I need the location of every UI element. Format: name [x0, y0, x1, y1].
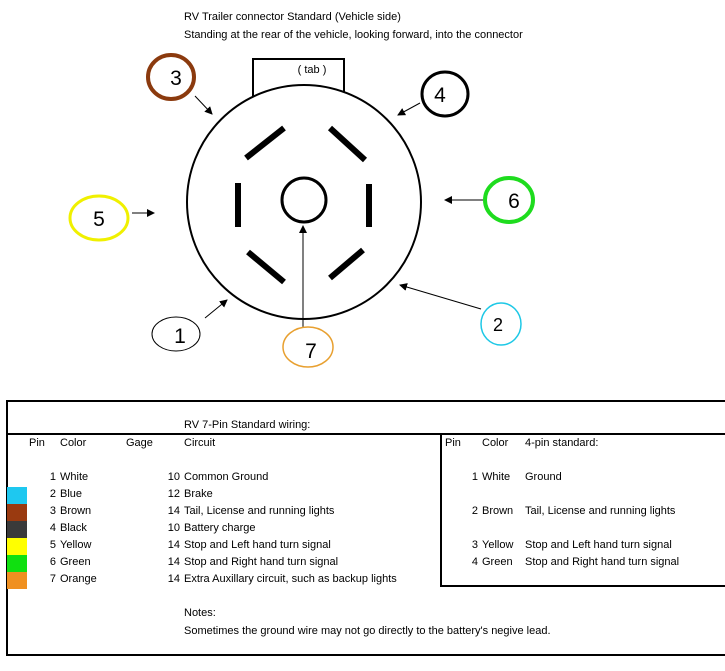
pin-cell: 4	[49, 522, 56, 534]
circuit-cell: Brake	[184, 488, 213, 500]
pin-slot-2	[328, 247, 365, 281]
wiring-table-divider	[6, 433, 725, 435]
pin-label-5: 5	[93, 208, 105, 231]
connector-body	[186, 84, 422, 320]
gage-cell: 14	[167, 505, 180, 517]
circuit-cell: Tail, License and running lights	[184, 505, 335, 517]
four-circuit-cell: Stop and Left hand turn signal	[525, 539, 672, 551]
pin-cell: 7	[49, 573, 56, 585]
notes-text: Sometimes the ground wire may not go dir…	[184, 625, 551, 637]
four-circuit-cell: Stop and Right hand turn signal	[525, 556, 680, 568]
four-header-pin: Pin	[445, 437, 461, 449]
four-pin-table-frame	[440, 433, 725, 587]
wiring-title: RV 7-Pin Standard wiring:	[184, 419, 311, 431]
gage-cell: 14	[167, 539, 180, 551]
pin-label-circle-7	[282, 326, 334, 368]
connector-diagram: ( tab ) 3 4 5 6 1 2 7	[68, 53, 535, 368]
connector-tab	[252, 58, 345, 98]
pin-label-circle-3	[146, 53, 196, 101]
arrow-pin-2	[399, 283, 482, 310]
pin-label-circle-5	[68, 194, 130, 242]
four-circuit-cell: Ground	[525, 471, 562, 483]
header-pin: Pin	[29, 437, 45, 449]
four-circuit-cell: Tail, License and running lights	[525, 505, 676, 517]
color-swatch	[7, 572, 27, 589]
header-circuit: Circuit	[184, 437, 216, 449]
pin-cell: 1	[49, 471, 56, 483]
header-color: Color	[60, 437, 87, 449]
gage-cell: 10	[167, 471, 180, 483]
diagram-title: RV Trailer connector Standard (Vehicle s…	[184, 11, 401, 23]
notes-label: Notes:	[184, 607, 216, 619]
pin-label-circle-6	[483, 176, 535, 224]
color-cell: White	[60, 471, 89, 483]
arrow-pin-3	[194, 95, 213, 115]
four-header-color: Color	[482, 437, 509, 449]
pin-slot-1	[246, 249, 286, 285]
diagram-subtitle: Standing at the rear of the vehicle, loo…	[184, 29, 523, 41]
pin-label-4: 4	[434, 84, 446, 107]
pin-label-6: 6	[508, 190, 520, 213]
arrow-pin-1	[204, 299, 228, 319]
circuit-cell: Stop and Right hand turn signal	[184, 556, 339, 568]
color-cell: Green	[60, 556, 91, 568]
four-color-cell: Brown	[482, 505, 514, 517]
pin-slot-3	[244, 125, 286, 161]
color-swatch	[7, 487, 27, 504]
circuit-cell: Extra Auxillary circuit, such as backup …	[184, 573, 397, 585]
circuit-cell: Battery charge	[184, 522, 256, 534]
color-cell: Yellow	[60, 539, 92, 551]
pin-label-2: 2	[493, 315, 503, 335]
four-color-cell: Green	[482, 556, 513, 568]
pin-label-7: 7	[305, 340, 317, 363]
color-cell: Black	[60, 522, 87, 534]
gage-cell: 14	[167, 556, 180, 568]
color-swatch	[7, 504, 27, 521]
four-color-cell: White	[482, 471, 511, 483]
four-header-standard: 4-pin standard:	[525, 437, 599, 449]
four-color-cell: Yellow	[482, 539, 514, 551]
center-pin-7	[280, 176, 328, 224]
gage-cell: 12	[167, 488, 180, 500]
color-cell: Blue	[60, 488, 83, 500]
circuit-cell: Stop and Left hand turn signal	[184, 539, 331, 551]
pin-label-circle-1	[151, 316, 201, 352]
color-cell: Brown	[60, 505, 92, 517]
color-cell: Orange	[60, 573, 97, 585]
color-swatch	[7, 521, 27, 538]
pin-cell: 3	[49, 505, 56, 517]
four-pin-cell: 3	[471, 539, 478, 551]
circuit-cell: Common Ground	[184, 471, 269, 483]
gage-cell: 10	[167, 522, 180, 534]
color-swatch	[7, 555, 27, 572]
pin-cell: 2	[49, 488, 56, 500]
four-pin-cell: 1	[471, 471, 478, 483]
gage-cell: 14	[167, 573, 180, 585]
pin-label-circle-4	[420, 70, 470, 118]
four-pin-cell: 2	[471, 505, 478, 517]
color-swatch	[7, 538, 27, 555]
pin-label-1: 1	[174, 325, 186, 348]
pin-cell: 6	[49, 556, 56, 568]
tab-label: ( tab )	[298, 64, 327, 76]
four-pin-cell: 4	[471, 556, 478, 568]
pin-label-circle-2	[480, 302, 522, 346]
pin-cell: 5	[49, 539, 56, 551]
pin-slot-4	[327, 125, 368, 163]
pin-label-3: 3	[170, 67, 182, 90]
header-gage: Gage	[126, 437, 153, 449]
arrow-pin-4	[397, 102, 421, 116]
